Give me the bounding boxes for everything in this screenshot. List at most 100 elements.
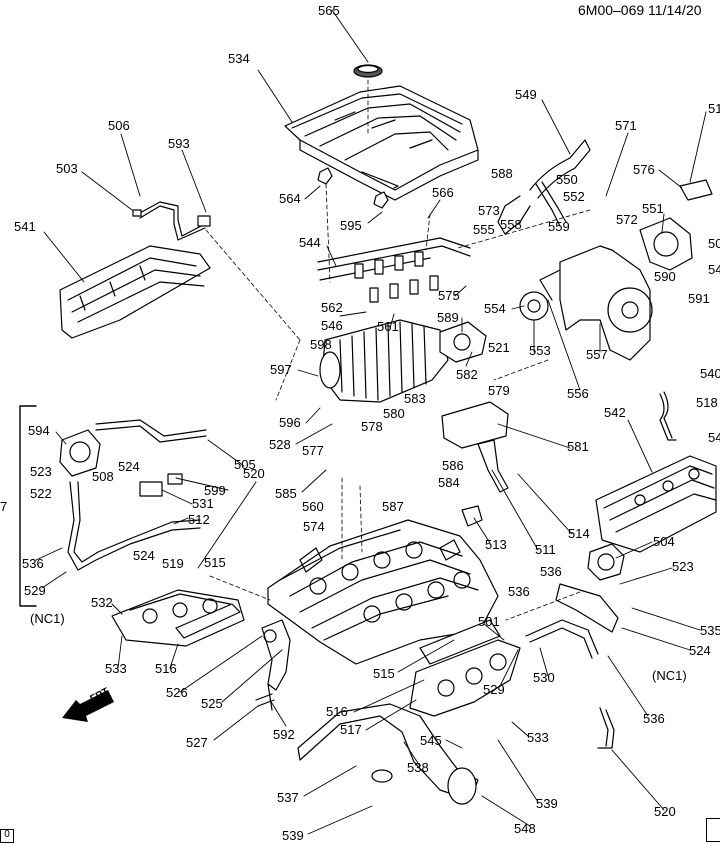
callout-559: 559: [548, 219, 570, 234]
callout-538: 538: [407, 760, 429, 775]
callout-517: 517: [340, 722, 362, 737]
callout-50: 50: [708, 236, 720, 251]
callout-580: 580: [383, 406, 405, 421]
callout-594: 594: [28, 423, 50, 438]
callout-576: 576: [633, 162, 655, 177]
callout-573: 573: [478, 203, 500, 218]
callout-520: 520: [654, 804, 676, 819]
callout-564: 564: [279, 191, 301, 206]
callout-595: 595: [340, 218, 362, 233]
callout-513: 513: [485, 537, 507, 552]
callout-529: 529: [24, 583, 46, 598]
corner-mark-left: 0: [0, 829, 14, 843]
callout-578: 578: [361, 419, 383, 434]
corner-mark-right: [706, 818, 720, 842]
callout-504: 504: [653, 534, 675, 549]
callout-599: 599: [204, 483, 226, 498]
nc-label-left: (NC1): [30, 611, 65, 626]
callout-54: 54: [708, 430, 720, 445]
callout-523: 523: [672, 559, 694, 574]
front-arrow-icon: [62, 690, 114, 722]
engine-block: [267, 519, 499, 665]
callout-572: 572: [616, 212, 638, 227]
right-valve-cover: [595, 455, 717, 553]
callout-529: 529: [483, 682, 505, 697]
callout-51: 51: [708, 101, 720, 116]
callout-561: 561: [377, 319, 399, 334]
callout-533: 533: [105, 661, 127, 676]
cover-cap: [353, 64, 383, 78]
callout-54: 54: [708, 262, 720, 277]
callout-553: 553: [529, 343, 551, 358]
callout-597: 597: [270, 362, 292, 377]
callout-536: 536: [22, 556, 44, 571]
callout-532: 532: [91, 595, 113, 610]
callout-544: 544: [299, 235, 321, 250]
callout-566: 566: [432, 185, 454, 200]
callout-535: 535: [700, 623, 720, 638]
callout-536: 536: [643, 711, 665, 726]
crossover-pipe: [297, 703, 479, 805]
callout-515: 515: [204, 555, 226, 570]
callout-536: 536: [508, 584, 530, 599]
callout-549: 549: [515, 87, 537, 102]
nc-label-right: (NC1): [652, 668, 687, 683]
callout-534: 534: [228, 51, 250, 66]
callout-511: 511: [535, 542, 556, 557]
callout-557: 557: [586, 347, 608, 362]
callout-521: 521: [488, 340, 510, 355]
callout-545: 545: [420, 733, 442, 748]
fuel-rail: [317, 237, 471, 303]
callout-7: 7: [0, 499, 8, 514]
callout-587: 587: [382, 499, 404, 514]
callout-540: 540: [700, 366, 720, 381]
callout-531: 531: [192, 496, 214, 511]
callout-523: 523: [30, 464, 52, 479]
callout-558: 558: [500, 217, 522, 232]
callout-515: 515: [373, 666, 395, 681]
callout-593: 593: [168, 136, 190, 151]
callout-524: 524: [133, 548, 155, 563]
callout-505: 505: [234, 457, 256, 472]
callout-577: 577: [302, 443, 324, 458]
callout-575: 575: [438, 288, 460, 303]
callout-562: 562: [321, 300, 343, 315]
callout-524: 524: [118, 459, 140, 474]
callout-548: 548: [514, 821, 536, 836]
callout-506: 506: [108, 118, 130, 133]
callout-582: 582: [456, 367, 478, 382]
callout-585: 585: [275, 486, 297, 501]
callout-528: 528: [269, 437, 291, 452]
callout-530: 530: [533, 670, 555, 685]
callout-514: 514: [568, 526, 590, 541]
callout-550: 550: [556, 172, 578, 187]
callout-591: 591: [688, 291, 710, 306]
callout-536: 536: [540, 564, 562, 579]
callout-539: 539: [536, 796, 558, 811]
callout-537: 537: [277, 790, 299, 805]
callout-541: 541: [14, 219, 36, 234]
callout-546: 546: [321, 318, 343, 333]
callout-525: 525: [201, 696, 223, 711]
callout-508: 508: [92, 469, 114, 484]
callout-598: 598: [310, 337, 332, 352]
front-cover: [539, 245, 653, 361]
callout-524: 524: [689, 643, 711, 658]
callout-560: 560: [302, 499, 324, 514]
callout-571: 571: [615, 118, 637, 133]
callout-503: 503: [56, 161, 78, 176]
callout-516: 516: [155, 661, 177, 676]
engine-cover: [284, 85, 479, 201]
callout-554: 554: [484, 301, 506, 316]
callout-592: 592: [273, 727, 295, 742]
callout-556: 556: [567, 386, 589, 401]
callout-579: 579: [488, 383, 510, 398]
callout-520: 520: [243, 466, 265, 481]
callout-588: 588: [491, 166, 513, 181]
callout-501: 501: [478, 614, 500, 629]
callout-590: 590: [654, 269, 676, 284]
callout-583: 583: [404, 391, 426, 406]
callout-518: 518: [696, 395, 718, 410]
